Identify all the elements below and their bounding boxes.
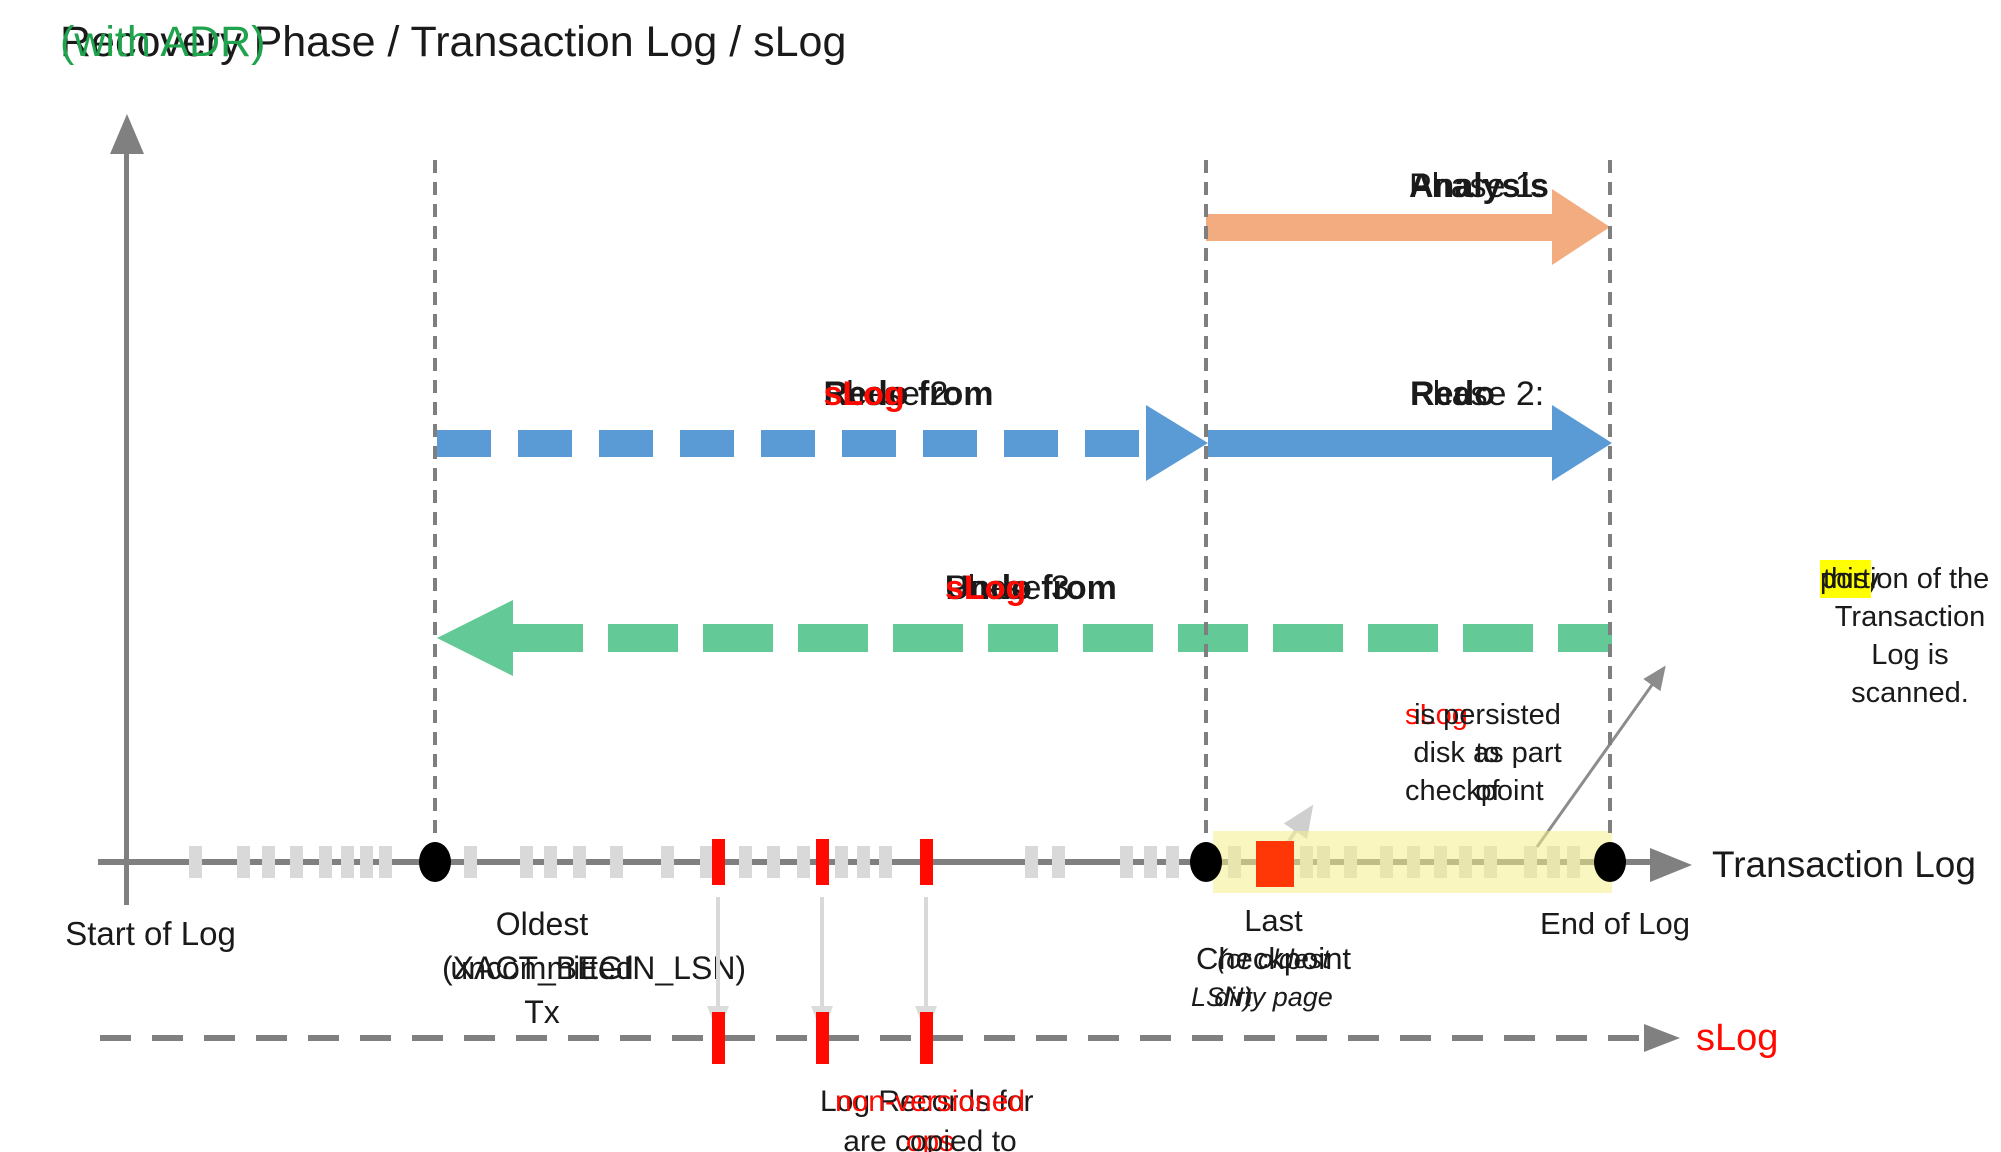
end-of-log-label: End of Log — [1540, 906, 1690, 941]
phase3-name: Undo from — [945, 569, 1117, 607]
nonversioned-op-tick — [712, 839, 725, 885]
log-record-tick — [857, 846, 870, 878]
vertical-axis — [124, 132, 129, 905]
phase1-analysis-arrow — [1206, 214, 1552, 241]
phase2-slog-red: sLog — [823, 375, 905, 413]
log-records-note: Log Records for non-versioned ops are co… — [600, 1082, 1040, 1152]
log-record-tick — [262, 846, 275, 878]
log-record-tick — [767, 846, 780, 878]
marker-dot — [1594, 842, 1626, 882]
boundary-dashed-line — [1204, 160, 1208, 845]
boundary-dashed-line — [1608, 160, 1612, 845]
log-record-tick — [1025, 846, 1038, 878]
log-records-pre: Log Records for — [820, 1085, 1034, 1118]
log-record-tick — [1052, 846, 1065, 878]
log-record-tick — [379, 846, 392, 878]
log-record-tick — [290, 846, 303, 878]
phase1-prefix: Phase 1: — [1409, 167, 1544, 205]
phase2-name: Redo — [1410, 375, 1495, 413]
slog-record-tick — [712, 1012, 725, 1064]
phase3-undo-from-slog-arrow — [513, 624, 1612, 652]
log-record-tick — [879, 846, 892, 878]
log-record-tick — [544, 846, 557, 878]
log-record-tick — [189, 846, 202, 878]
oldest-tx-line2: (XACT_BEGIN_LSN) — [442, 950, 747, 986]
log-record-tick — [360, 846, 373, 878]
persist-note: sLog is persisted to disk as part of che… — [1240, 696, 1570, 807]
log-record-tick — [661, 846, 674, 878]
marker-dot — [419, 842, 451, 882]
persist-note-line3: checkpoint — [1405, 775, 1544, 807]
slog-arrowhead-icon — [1644, 1024, 1680, 1052]
log-record-tick — [739, 846, 752, 878]
copy-to-slog-arrow-stem — [716, 897, 720, 1008]
marker-dot — [1190, 842, 1222, 882]
title-main: Recovery Phase / Transaction Log / sLog — [60, 18, 847, 66]
oldest-tx-label: Oldest uncommitted Tx (XACT_BEGIN_LSN) — [242, 902, 746, 1030]
transaction-log-label: Transaction Log — [1712, 844, 1976, 885]
slog-label: sLog — [1696, 1017, 1779, 1059]
last-checkpoint-line3: LSN) — [1191, 982, 1253, 1012]
transaction-log-arrowhead-icon — [1650, 848, 1692, 882]
last-checkpoint-line1: Last Checkpoint — [1195, 903, 1352, 976]
log-record-tick — [835, 846, 848, 878]
start-of-log-label: Start of Log — [65, 915, 236, 952]
transaction-log-axis — [98, 859, 1652, 865]
phase1-name: Analysis — [1409, 167, 1549, 205]
slog-record-tick — [920, 1012, 933, 1064]
log-record-tick — [464, 846, 477, 878]
persist-note-slog: sLog — [1405, 699, 1468, 731]
log-record-tick — [341, 846, 354, 878]
log-record-tick — [1120, 846, 1133, 878]
log-record-tick — [700, 846, 713, 878]
last-checkpoint-label: Last Checkpoint (or oldest dirty page LS… — [1026, 902, 1356, 1012]
phase1-arrowhead-icon — [1552, 189, 1610, 265]
log-record-tick — [797, 846, 810, 878]
phase2-dashed-arrowhead-icon — [1146, 405, 1208, 481]
title-adr-suffix: (with ADR) — [60, 18, 266, 66]
log-record-tick — [573, 846, 586, 878]
oldest-tx-line1: Oldest uncommitted Tx — [450, 906, 634, 1030]
scanned-note-post: portion of the — [1820, 563, 1990, 595]
phase2-slog-name: Redo from — [823, 375, 994, 413]
scanned-note: Only this portion of the Transaction Log… — [1640, 560, 2000, 709]
log-record-tick — [1166, 846, 1179, 878]
log-record-tick — [237, 846, 250, 878]
log-record-tick — [319, 846, 332, 878]
phase3-arrowhead-icon — [437, 600, 513, 676]
phase3-prefix: Phase 3: — [945, 569, 1080, 607]
phase2-arrowhead-icon — [1552, 405, 1612, 481]
last-checkpoint-line2: (or oldest dirty page — [1214, 944, 1333, 1012]
phase2-slog-prefix: Phase 2: — [823, 375, 958, 413]
nonversioned-op-tick — [816, 839, 829, 885]
phase2-prefix: Phase 2: — [1410, 375, 1545, 413]
log-records-red: non-versioned ops — [834, 1085, 1026, 1152]
log-record-tick — [520, 846, 533, 878]
slog-record-tick — [816, 1012, 829, 1064]
phase2-redo-from-slog-arrow — [437, 430, 1142, 457]
log-record-tick — [610, 846, 623, 878]
vertical-axis-arrowhead-icon — [110, 114, 144, 154]
slog-axis — [100, 1035, 1645, 1041]
copy-to-slog-arrow-stem — [924, 897, 928, 1008]
boundary-dashed-line — [433, 160, 437, 845]
nonversioned-op-tick — [920, 839, 933, 885]
phase2-redo-arrow — [1208, 430, 1552, 457]
log-record-tick — [1144, 846, 1157, 878]
phase3-red: sLog — [945, 569, 1027, 607]
log-records-line2: are copied to sLog — [843, 1125, 1017, 1152]
copy-to-slog-arrow-stem — [820, 897, 824, 1008]
scanned-note-line2: Transaction Log is scanned. — [1834, 601, 1986, 709]
checkpoint-slog-record — [1256, 841, 1294, 887]
scanned-note-highlight: this — [1820, 560, 1872, 598]
